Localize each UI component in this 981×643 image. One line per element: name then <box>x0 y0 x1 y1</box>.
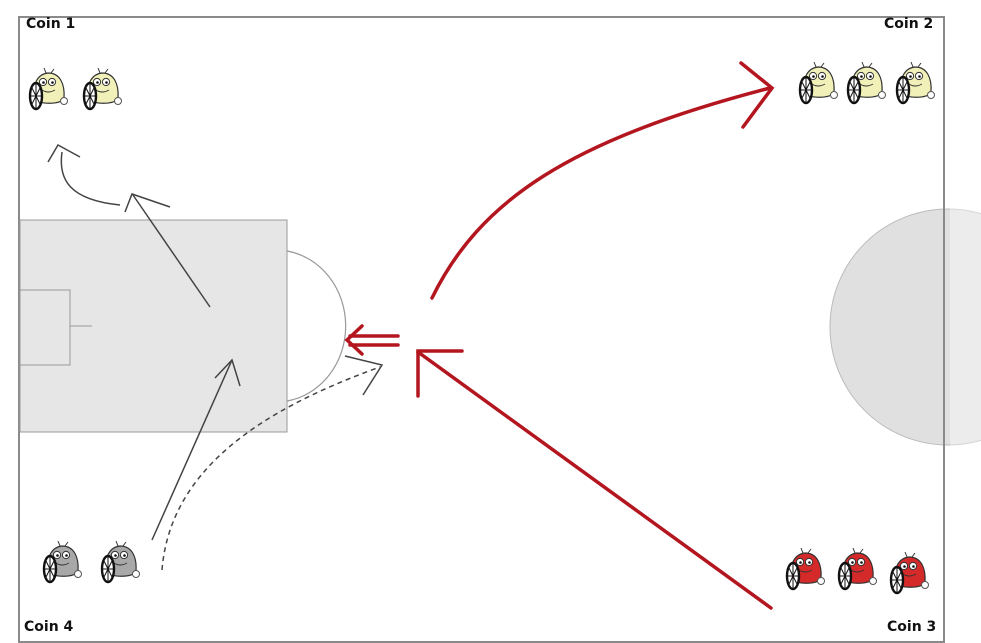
arrow-icon <box>60 151 121 206</box>
grey-arrows <box>47 143 384 571</box>
dashed-arrow-icon <box>161 366 381 571</box>
corner-label-coin1: Coin 1 <box>26 16 76 32</box>
arrow-head-icon <box>47 143 81 163</box>
penalty-arc <box>286 250 347 402</box>
arrow-head-icon <box>124 193 171 213</box>
goal-box <box>19 289 71 366</box>
corner-label-coin4: Coin 4 <box>24 619 74 635</box>
arrow-head-icon <box>739 61 775 129</box>
red-arrows <box>344 61 775 610</box>
corner-label-coin2: Coin 2 <box>884 16 934 32</box>
arrow-head-icon <box>214 358 241 387</box>
arrow-head-icon <box>416 349 464 398</box>
arrow-icon <box>430 86 772 300</box>
arrow-icon <box>416 350 773 610</box>
arrow-icon <box>132 194 211 308</box>
arrow-icon <box>151 359 233 541</box>
right-fade <box>950 0 981 643</box>
arrow-head-icon <box>344 355 384 396</box>
arrow-head-icon <box>344 324 364 356</box>
corner-label-coin3: Coin 3 <box>887 619 937 635</box>
robot-group-coin2 <box>798 60 936 105</box>
